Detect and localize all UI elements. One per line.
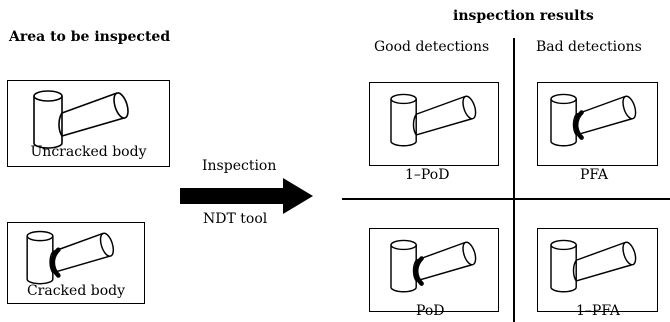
uncracked-body-label: Uncracked body — [30, 144, 147, 160]
results-title: inspection results — [453, 8, 594, 24]
label-pod: PoD — [416, 303, 445, 319]
cracked-body-box: Cracked body — [7, 222, 145, 304]
horizontal-divider — [342, 198, 670, 200]
result-box-top-right — [537, 82, 658, 166]
label-1-pfa: 1–PFA — [576, 303, 620, 319]
area-title: Area to be inspected — [9, 29, 171, 45]
good-detections-header: Good detections — [374, 39, 490, 55]
label-1-pod: 1–PoD — [405, 167, 450, 183]
bad-detections-header: Bad detections — [536, 39, 642, 55]
arrow-right-icon — [180, 178, 313, 214]
cracked-tee-pipe-icon — [550, 93, 639, 147]
uncracked-body-box: Uncracked body — [7, 80, 170, 167]
result-box-bottom-right — [537, 228, 658, 312]
ndt-tool-label: NDT tool — [203, 211, 268, 227]
label-pfa: PFA — [580, 167, 609, 183]
cracked-body-label: Cracked body — [26, 283, 126, 299]
tee-pipe-icon — [390, 93, 479, 147]
tee-pipe-icon — [550, 239, 639, 293]
result-box-bottom-left — [369, 228, 499, 312]
vertical-divider — [513, 38, 515, 322]
inspection-label: Inspection — [202, 158, 277, 174]
result-box-top-left — [369, 82, 499, 166]
cracked-tee-pipe-icon — [390, 239, 479, 293]
